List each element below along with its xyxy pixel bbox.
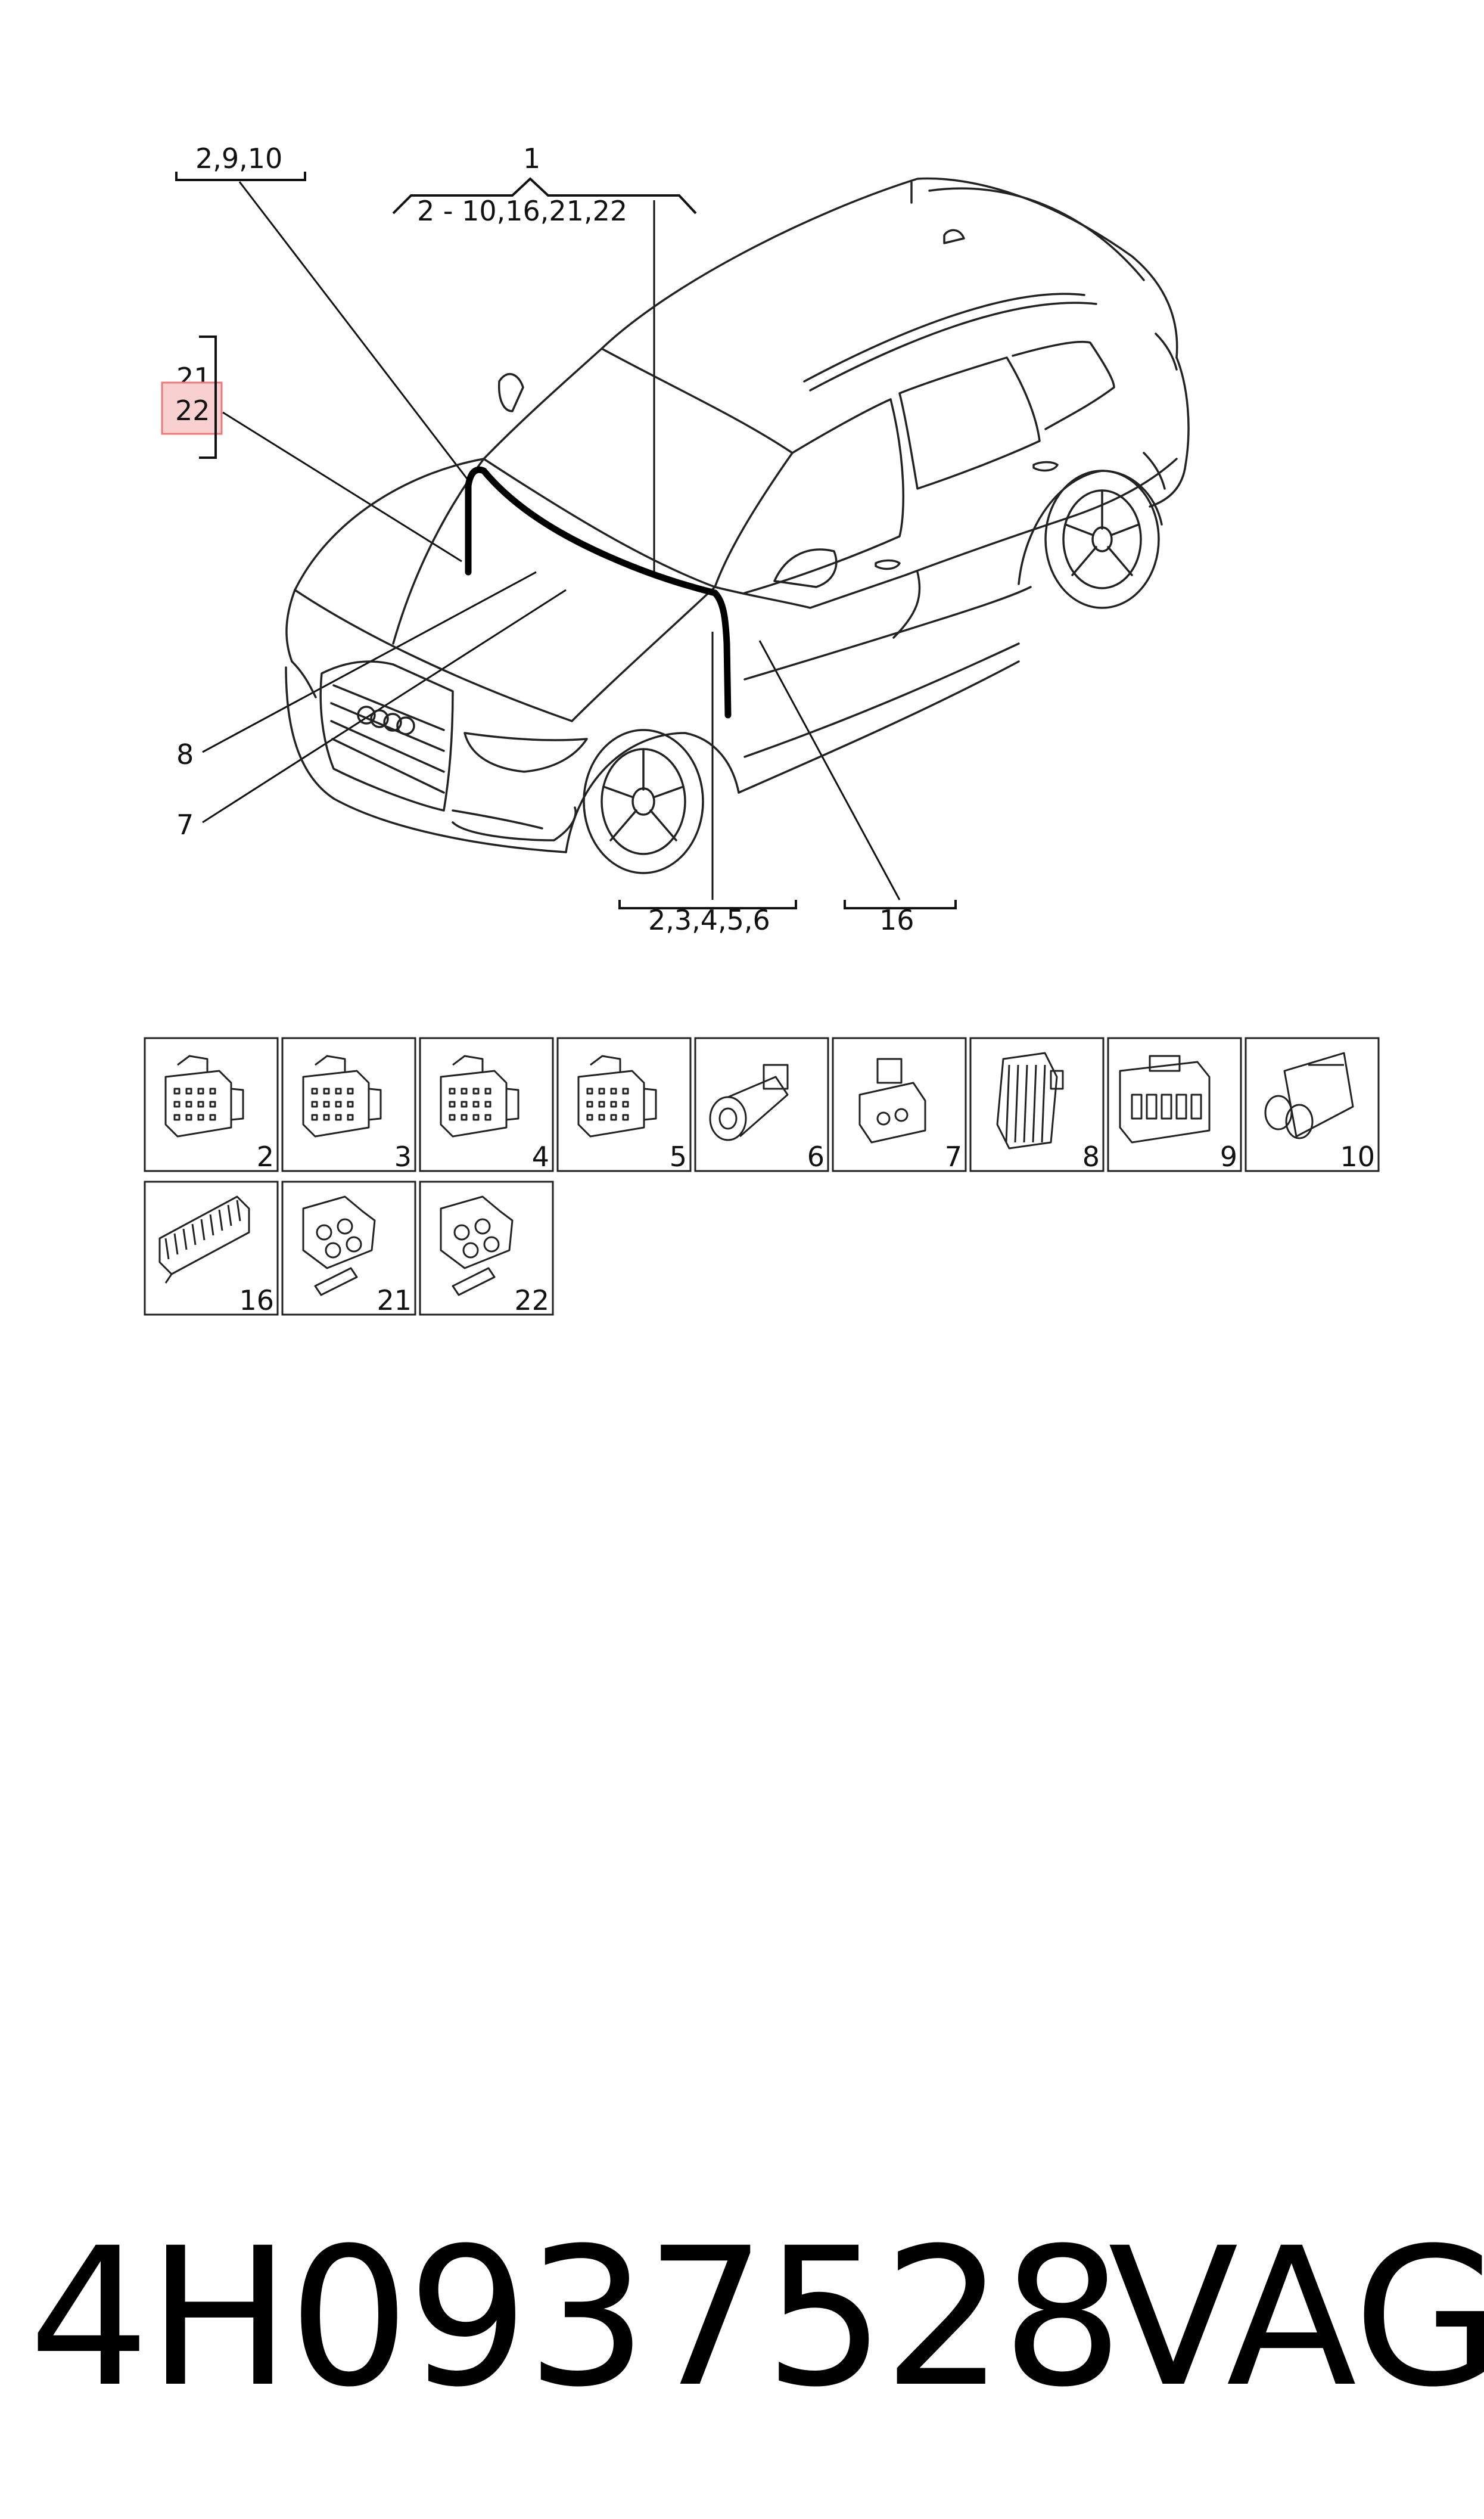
multi-pin-connector-icon [440,1055,519,1138]
brand-name: VAG [1108,2207,1484,2429]
callout-2-10-16-21-22[interactable]: 2 - 10,16,21,22 [417,195,627,227]
connector-number: 10 [1340,1141,1375,1173]
connector-thumbnail-3[interactable]: 3 [281,1037,416,1173]
callout-22[interactable]: 22 [175,395,210,427]
bracket-connector-icon [302,1195,376,1296]
leader-lines [202,181,901,900]
multi-pin-connector-icon [302,1055,382,1138]
multi-pin-connector-icon [164,1055,244,1138]
strip-connector-icon [158,1195,250,1284]
connector-thumbnail-6[interactable]: 6 [694,1037,829,1173]
connector-thumbnail-2[interactable]: 2 [144,1037,279,1173]
connector-thumbnail-5[interactable]: 5 [556,1037,692,1173]
connector-number: 8 [1082,1141,1100,1173]
part-number: 4H0937528 [29,2207,1123,2429]
connector-number: 9 [1220,1141,1237,1173]
bracket-connector-icon [440,1195,514,1296]
connector-thumbnail-10[interactable]: 10 [1245,1037,1380,1173]
connector-number: 4 [532,1141,549,1173]
connector-number: 6 [807,1141,825,1173]
connector-thumbnail-22[interactable]: 22 [419,1181,554,1316]
callout-7[interactable]: 7 [176,809,194,841]
connector-number: 5 [670,1141,687,1173]
highlight-box-22 [161,381,223,435]
callout-labels: 2,9,10 1 2 - 10,16,21,22 21 22 8 7 2,3,4… [161,142,957,936]
connector-number: 2 [257,1141,274,1173]
housing-connector-icon [1119,1055,1211,1144]
twin-plug-connector-icon [1264,1052,1354,1139]
round-connector-icon [709,1064,789,1141]
flat-connector-icon [858,1058,926,1144]
multi-pin-connector-icon [577,1055,657,1138]
connector-number: 21 [377,1284,412,1316]
connector-thumbnail-4[interactable]: 4 [419,1037,554,1173]
thumbnail-frame [694,1037,829,1172]
connector-number: 16 [239,1284,274,1316]
callout-1[interactable]: 1 [523,142,540,175]
connector-number: 7 [945,1141,962,1173]
callout-2-9-10[interactable]: 2,9,10 [195,142,282,175]
connector-number: 3 [394,1141,412,1173]
car-illustration [285,177,1190,874]
connector-thumbnail-7[interactable]: 7 [832,1037,967,1173]
connector-thumbnail-8[interactable]: 8 [969,1037,1105,1173]
connector-thumbnail-9[interactable]: 9 [1107,1037,1242,1173]
terminal-block-icon [996,1052,1064,1150]
callout-8[interactable]: 8 [176,738,194,771]
connector-grid: 2 3 4 5 6 7 8 9 10 16 21 22 [144,1037,1380,1316]
thumbnail-frame [1107,1037,1242,1172]
wiring-diagram: 2,9,10 1 2 - 10,16,21,22 21 22 8 7 2,3,4… [144,142,1380,1316]
connector-thumbnail-21[interactable]: 21 [281,1181,416,1316]
thumbnail-frame [832,1037,967,1172]
connector-number: 22 [514,1284,549,1316]
thumbnail-frame [969,1037,1105,1172]
connector-thumbnail-16[interactable]: 16 [144,1181,279,1316]
wiring-harness [465,466,732,719]
